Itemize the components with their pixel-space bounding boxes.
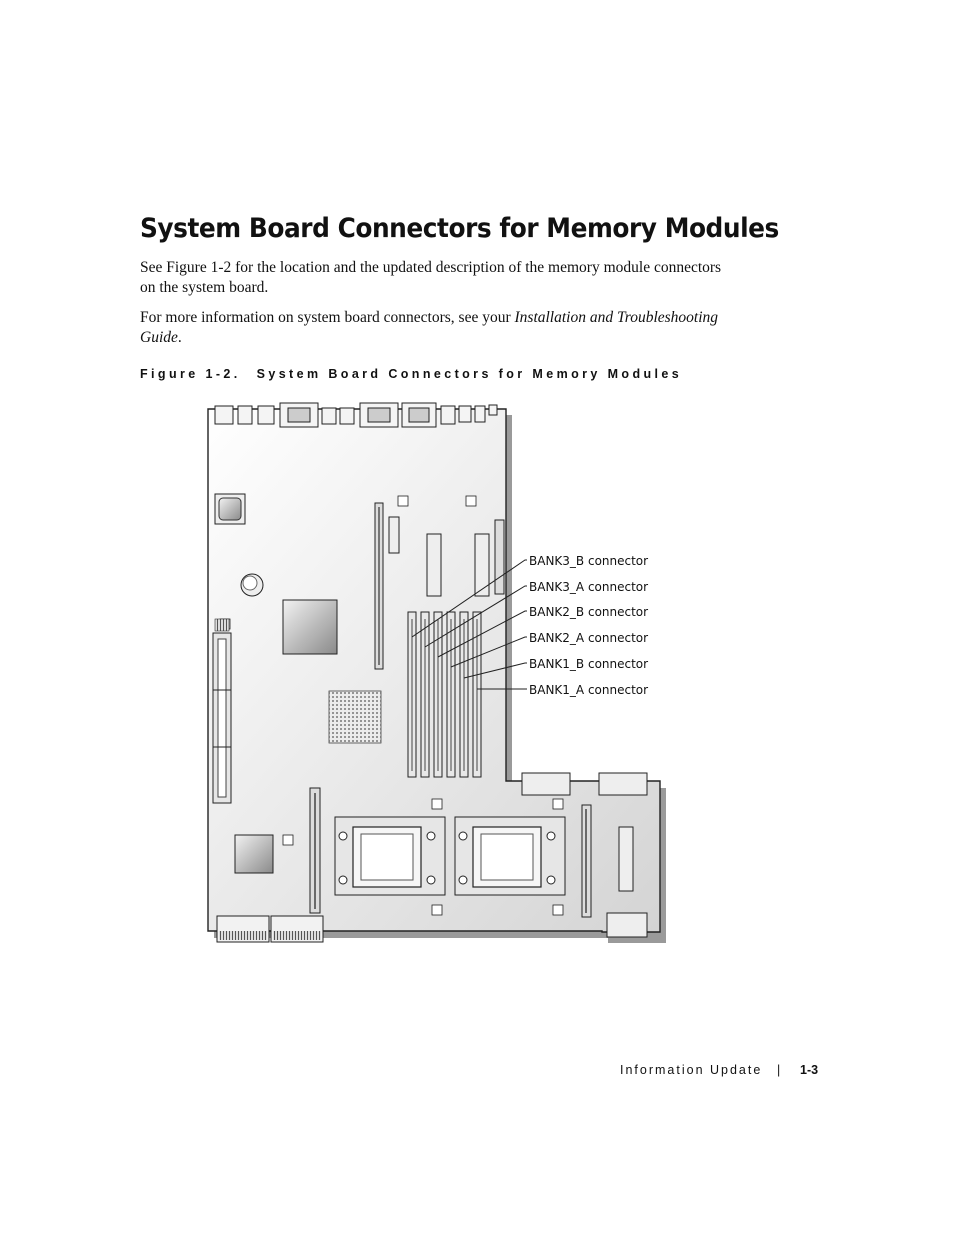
callout-leaders	[411, 559, 527, 690]
reference-end: .	[177, 329, 182, 346]
callout-bank2-a: BANK2_A connector	[529, 631, 649, 645]
footer-separator: |	[777, 1063, 781, 1077]
callout-bank1-b: BANK1_B connector	[529, 657, 649, 671]
intro-paragraph: See Figure 1-2 for the location and the …	[140, 259, 722, 296]
figure-number: Figure 1-2.	[140, 367, 241, 381]
processor-1	[334, 816, 446, 896]
page-number: 1-3	[800, 1063, 819, 1077]
system-board-illustration	[207, 402, 666, 943]
processor-2	[454, 816, 566, 896]
figure-title: System Board Connectors for Memory Modul…	[256, 367, 683, 381]
callout-bank3-b: BANK3_B connector	[529, 554, 649, 568]
page-title: System Board Connectors for Memory Modul…	[140, 213, 779, 244]
guide-title: Installation and Troubleshooting Guide	[140, 309, 719, 346]
callout-bank1-a: BANK1_A connector	[529, 683, 649, 697]
callout-bank3-a: BANK3_A connector	[529, 580, 649, 594]
back-panel-connectors	[214, 402, 498, 428]
callout-bank2-b: BANK2_B connector	[529, 605, 649, 619]
footer-section: Information Update	[620, 1063, 763, 1077]
reference-paragraph: For more information on system board con…	[140, 308, 740, 348]
reference-text: For more information on system board con…	[140, 309, 515, 326]
figure-caption: Figure 1-2. System Board Connectors for M…	[140, 367, 682, 381]
